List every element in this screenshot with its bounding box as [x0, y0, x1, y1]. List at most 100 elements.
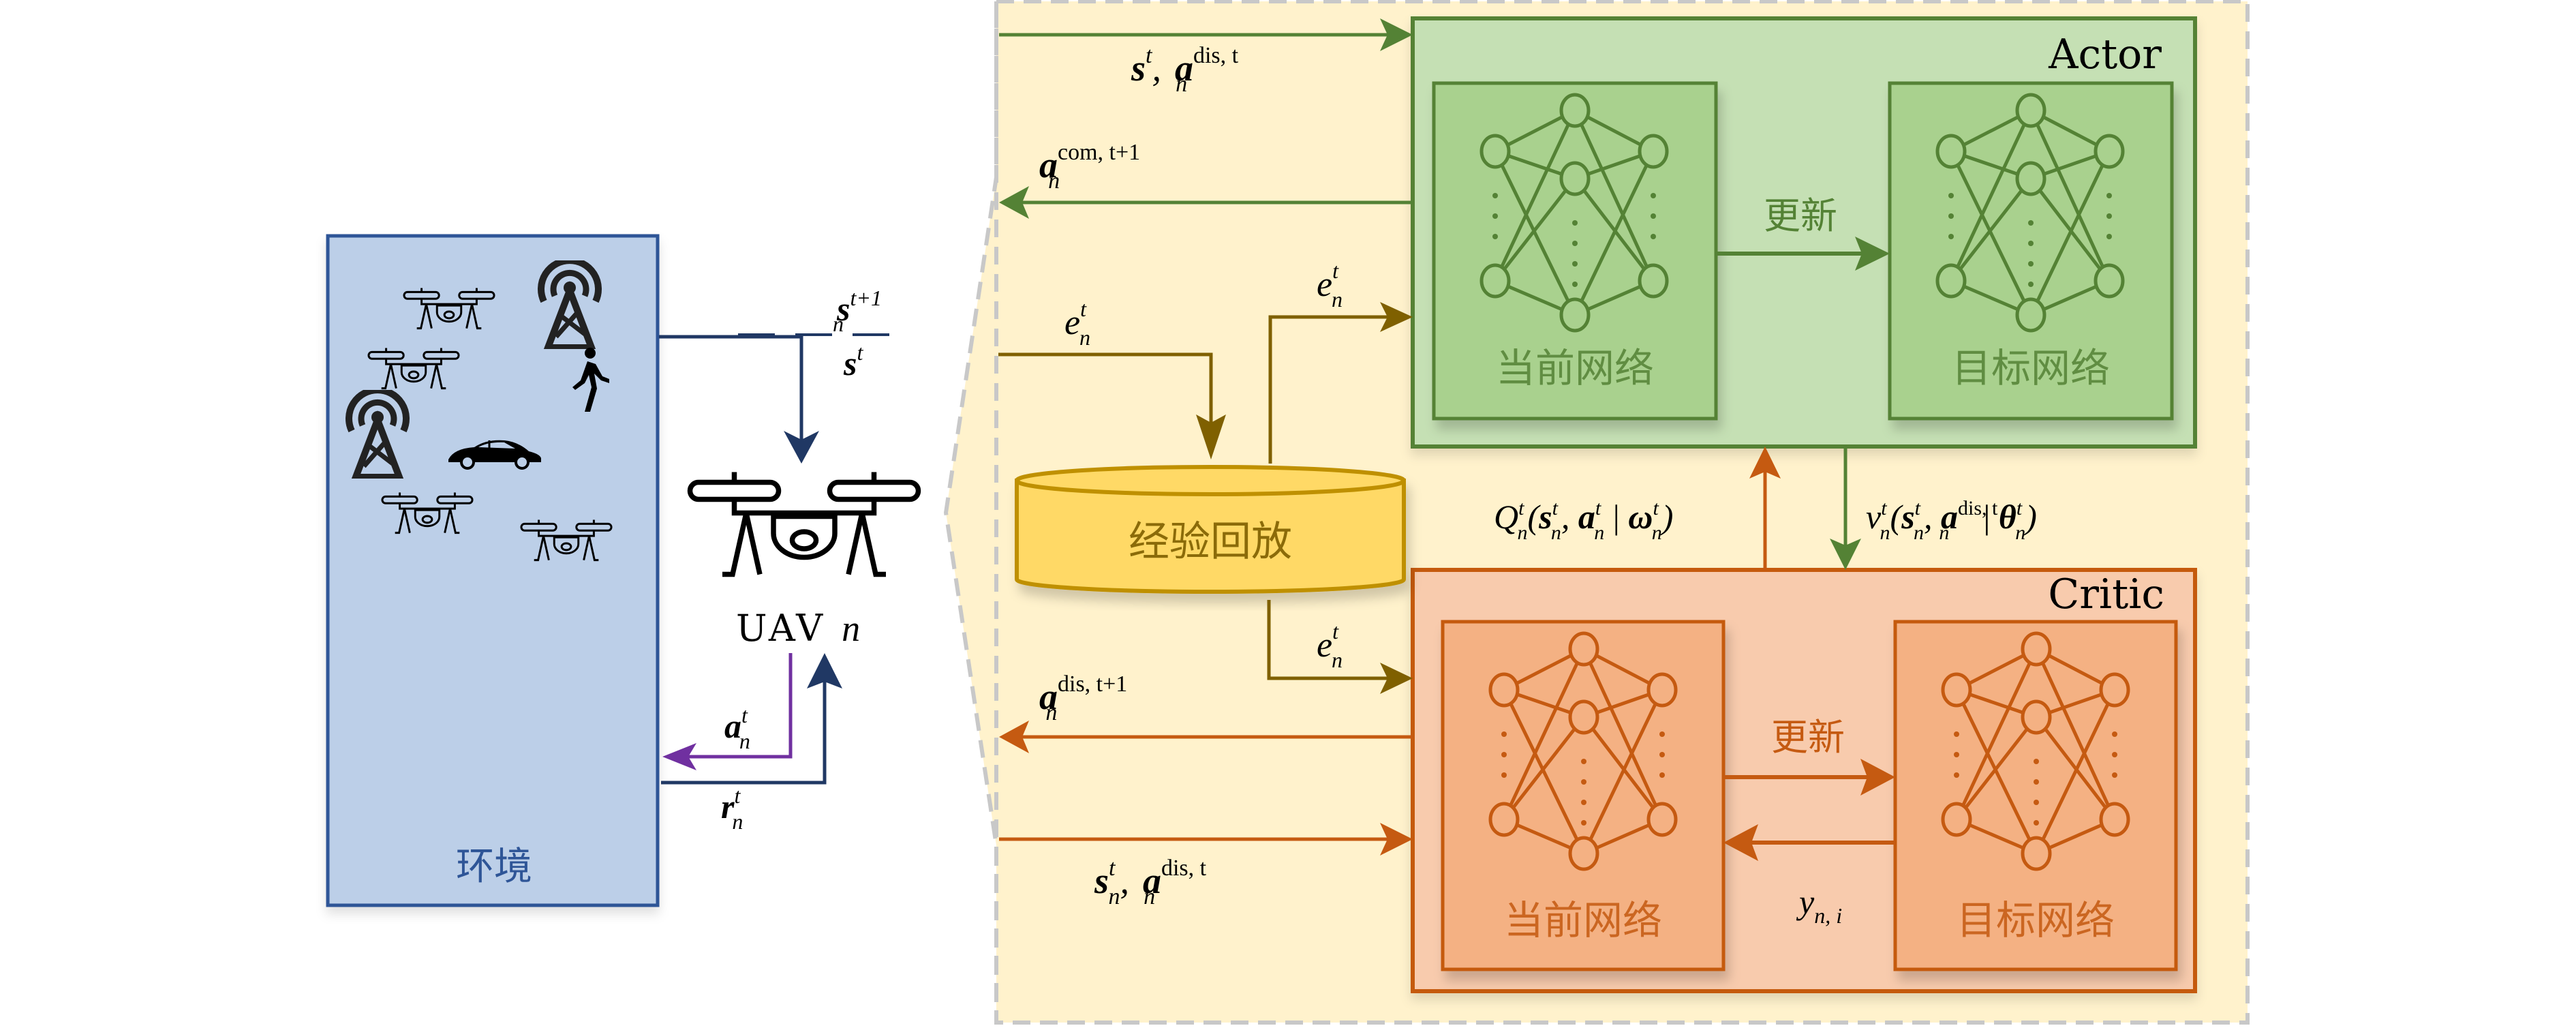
nn-ellipsis-dot [1581, 759, 1586, 764]
actor-update-label: 更新 [1764, 194, 1837, 237]
actor-target-label: 目标网络 [1952, 345, 2110, 391]
nn-ellipsis-dot [2028, 241, 2034, 246]
nn-ellipsis-dot [1948, 213, 1954, 219]
nn-edge [1582, 648, 1664, 821]
actor-target-network: 目标网络 [1888, 81, 2174, 421]
nn-node [1941, 672, 1972, 708]
state-global-label: st [843, 340, 863, 382]
nn-edge [1502, 648, 1586, 821]
nn-ellipsis-dot [1492, 213, 1498, 219]
nn-ellipsis-dot [2034, 759, 2039, 764]
critic-update-label: 更新 [1771, 716, 1845, 759]
replay-to-actor-arrowhead [1380, 302, 1413, 332]
nn-ellipsis-dot [1572, 282, 1578, 287]
nn-ellipsis-dot [2106, 213, 2112, 219]
replay-in-line [998, 352, 1213, 443]
environment-box [326, 234, 660, 907]
nn-ellipsis-dot [1948, 234, 1954, 239]
nn-ellipsis-dot [1581, 779, 1586, 785]
nn-edge [1949, 150, 2033, 316]
critic-target-feedback-arrowhead [1723, 824, 1758, 861]
nn-ellipsis-dot [1659, 772, 1665, 778]
nn-ellipsis-dot [1572, 261, 1578, 267]
nn-ellipsis-dot [1501, 772, 1507, 778]
nn-node [2015, 93, 2046, 128]
nn-node [1479, 134, 1511, 169]
nn-ellipsis-dot [2112, 731, 2117, 737]
nn-ellipsis-dot [1581, 820, 1586, 826]
nn-ellipsis-dot [1572, 220, 1578, 226]
nn-edge [1502, 689, 1586, 855]
neural-net-icon [1935, 93, 2125, 333]
state-arrowhead [784, 431, 819, 464]
neural-net-icon [1479, 93, 1669, 333]
q-value-arrowhead [1749, 447, 1781, 479]
nn-node [2021, 631, 2052, 667]
actor-title: Actor [2048, 31, 2162, 78]
uav-drone-icon [690, 472, 919, 575]
nn-node [1638, 263, 1669, 299]
critic-target-value-label: yn, i [1796, 883, 1842, 928]
critic-update-arrowhead [1860, 759, 1895, 796]
nn-node [2015, 297, 2046, 333]
nn-edge [1954, 689, 2038, 855]
nn-ellipsis-dot [2028, 261, 2034, 267]
nn-ellipsis-dot [2028, 282, 2034, 287]
nn-node [1488, 802, 1520, 837]
nn-ellipsis-dot [1954, 731, 1959, 737]
nn-edge [1503, 716, 1585, 821]
actor-current-label: 当前网络 [1496, 345, 1654, 391]
nn-edge [1955, 716, 2038, 821]
nn-ellipsis-dot [1581, 800, 1586, 805]
nn-ellipsis-dot [1659, 731, 1665, 737]
nn-edge [1573, 150, 1655, 316]
actor-output-arrowhead [999, 186, 1029, 219]
nn-node [2021, 699, 2052, 735]
nn-edge [1950, 177, 2032, 282]
nn-ellipsis-dot [2034, 800, 2039, 805]
replay-label: 经验回放 [1129, 518, 1292, 566]
critic-current-label: 当前网络 [1504, 897, 1662, 943]
critic-title: Critic [2048, 571, 2164, 618]
nn-ellipsis-dot [1501, 752, 1507, 757]
nn-ellipsis-dot [1954, 772, 1959, 778]
actor-update-arrowhead [1855, 237, 1890, 271]
nn-node [1488, 672, 1520, 708]
nn-ellipsis-dot [2028, 220, 2034, 226]
critic-target-label: 目标网络 [1957, 897, 2115, 943]
nn-node [1935, 263, 1967, 299]
reward-link-line [661, 668, 827, 785]
reward-arrowhead [807, 653, 842, 689]
nn-node [1646, 802, 1678, 837]
nn-ellipsis-dot [1948, 193, 1954, 198]
environment-label: 环境 [456, 845, 532, 889]
nn-node [1568, 699, 1599, 735]
nn-ellipsis-dot [2034, 820, 2039, 826]
nn-edge [1494, 177, 1576, 282]
nn-ellipsis-dot [2106, 234, 2112, 239]
nn-edge [2034, 648, 2117, 821]
nn-ellipsis-dot [1954, 752, 1959, 757]
nn-node [2015, 161, 2046, 196]
nn-ellipsis-dot [2106, 193, 2112, 198]
critic-current-network: 当前网络 [1441, 620, 1726, 971]
nn-node [1935, 134, 1967, 169]
nn-edge [2034, 689, 2117, 855]
nn-node [1559, 161, 1591, 196]
nn-ellipsis-dot [1572, 241, 1578, 246]
nn-ellipsis-dot [2034, 779, 2039, 785]
nn-ellipsis-dot [1651, 234, 1656, 239]
replay-buffer [1015, 465, 1406, 594]
replay-in-arrowhead [1196, 414, 1226, 459]
nn-edge [1582, 689, 1664, 855]
nn-node [2094, 263, 2125, 299]
